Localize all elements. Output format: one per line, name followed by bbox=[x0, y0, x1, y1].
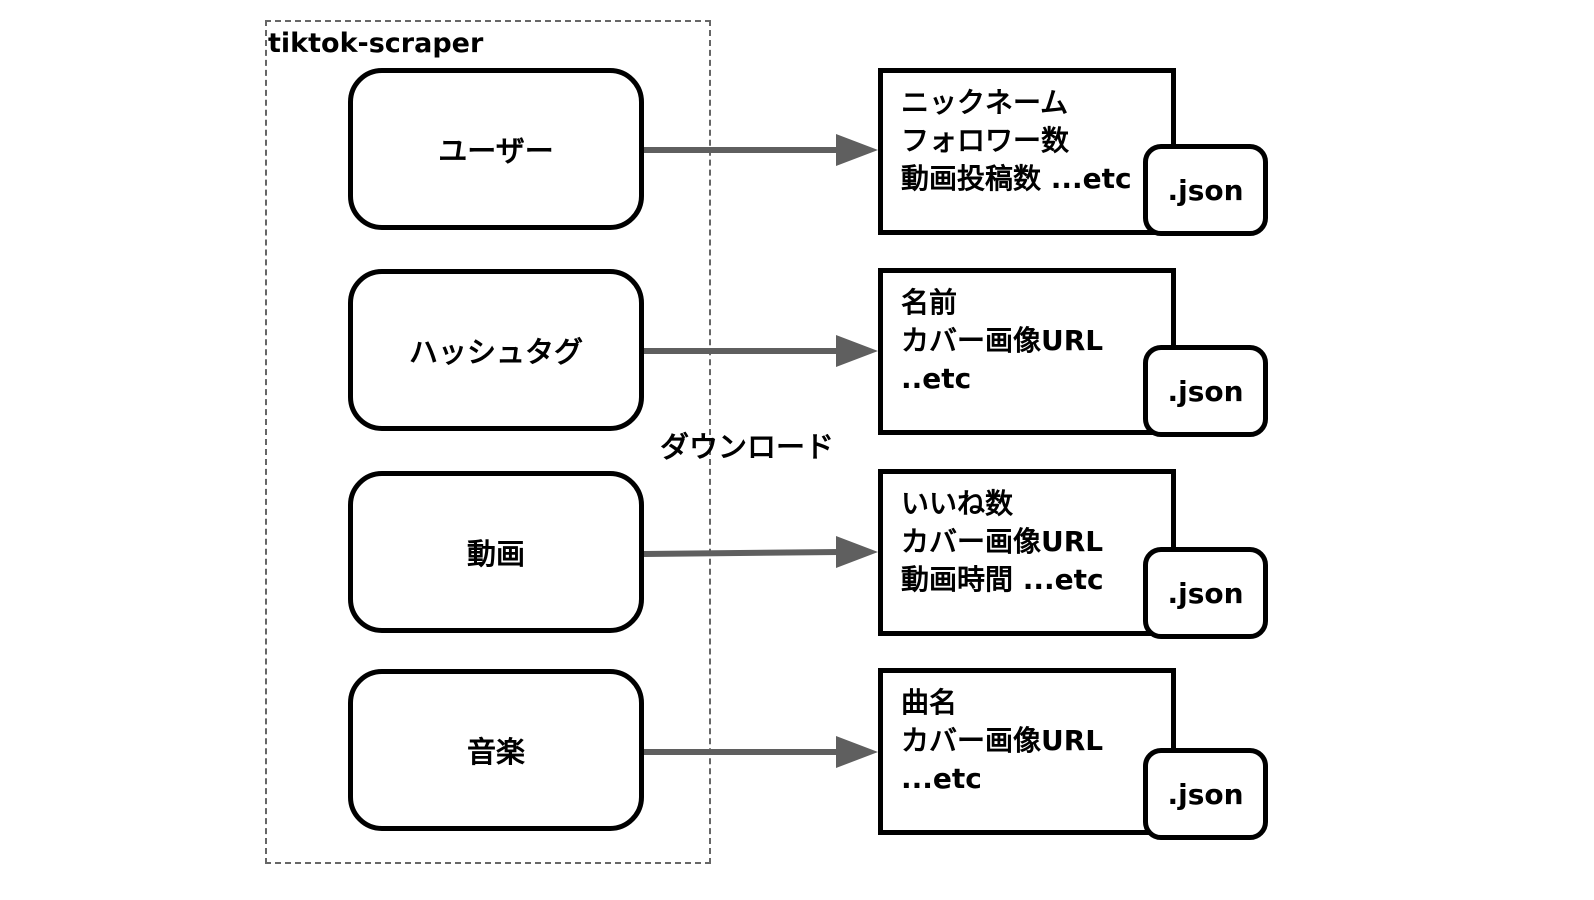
field-line: ニックネーム bbox=[901, 86, 1069, 119]
card-video-fields: いいね数 カバー画像URL 動画時間 ...etc bbox=[901, 485, 1104, 599]
field-line: カバー画像URL bbox=[901, 324, 1104, 357]
card-hashtag: 名前 カバー画像URL ..etc bbox=[878, 268, 1176, 435]
field-line: 動画投稿数 ...etc bbox=[901, 162, 1132, 195]
json-badge-user: .json bbox=[1143, 144, 1268, 236]
field-line: ...etc bbox=[901, 762, 982, 795]
download-label: ダウンロード bbox=[660, 430, 835, 464]
node-hashtag: ハッシュタグ bbox=[348, 269, 644, 431]
field-line: 曲名 bbox=[901, 686, 958, 719]
node-user: ユーザー bbox=[348, 68, 644, 230]
field-line: 名前 bbox=[901, 286, 958, 319]
card-user: ニックネーム フォロワー数 動画投稿数 ...etc bbox=[878, 68, 1176, 235]
field-line: 動画時間 ...etc bbox=[901, 563, 1104, 596]
field-line: フォロワー数 bbox=[901, 124, 1070, 157]
card-music-fields: 曲名 カバー画像URL ...etc bbox=[901, 684, 1103, 798]
arrow-user bbox=[644, 134, 878, 166]
json-badge-video: .json bbox=[1143, 547, 1268, 639]
arrow-video bbox=[643, 536, 878, 568]
json-badge-hashtag: .json bbox=[1143, 345, 1268, 437]
card-music: 曲名 カバー画像URL ...etc bbox=[878, 668, 1176, 835]
group-label: tiktok-scraper bbox=[268, 28, 484, 59]
json-badge-music: .json bbox=[1143, 748, 1268, 840]
field-line: いいね数 bbox=[901, 487, 1014, 520]
node-video: 動画 bbox=[348, 471, 644, 633]
field-line: ..etc bbox=[901, 362, 972, 395]
card-video: いいね数 カバー画像URL 動画時間 ...etc bbox=[878, 469, 1176, 636]
card-hashtag-fields: 名前 カバー画像URL ..etc bbox=[901, 284, 1103, 398]
arrow-music bbox=[644, 736, 878, 768]
field-line: カバー画像URL bbox=[901, 525, 1104, 558]
arrow-hashtag bbox=[644, 335, 878, 367]
card-user-fields: ニックネーム フォロワー数 動画投稿数 ...etc bbox=[901, 84, 1132, 198]
tiktok-scraper-group bbox=[265, 20, 711, 864]
node-music: 音楽 bbox=[348, 669, 644, 831]
field-line: カバー画像URL bbox=[901, 724, 1104, 757]
